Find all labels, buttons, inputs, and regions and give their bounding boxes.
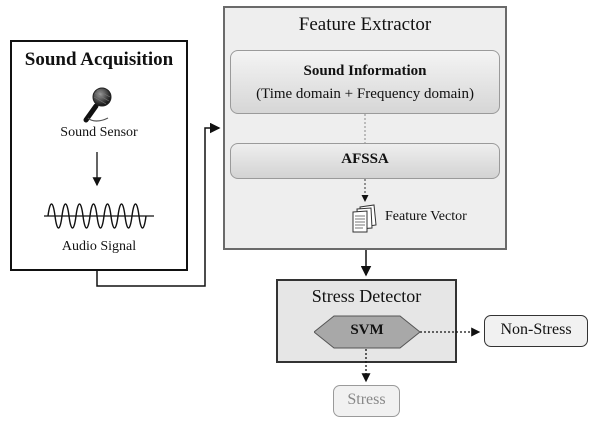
sound-information-box	[230, 50, 500, 114]
stress-label: Stress	[347, 391, 386, 408]
sound-acquisition-panel	[10, 40, 188, 271]
acquisition-to-extractor-arrow	[96, 122, 221, 287]
afssa-label: AFSSA	[341, 151, 389, 167]
stress-detector-title: Stress Detector	[311, 286, 422, 306]
non-stress-label: Non-Stress	[500, 321, 572, 338]
non-stress-output	[484, 315, 588, 347]
sound-sensor-label: Sound Sensor	[60, 125, 138, 140]
document-stack-icon	[352, 204, 377, 233]
svm-diamond	[314, 315, 420, 349]
sound-information-subtitle: (Time domain + Frequency domain)	[256, 86, 474, 102]
sound-information-title: Sound Information	[303, 63, 427, 79]
sound-acquisition-title: Sound Acquisition	[24, 49, 174, 70]
waveform-icon	[44, 203, 154, 229]
feature-vector-label: Feature Vector	[385, 209, 467, 224]
feature-extractor-title: Feature Extractor	[298, 14, 432, 35]
svm-label: SVM	[350, 322, 384, 338]
microphone-icon	[83, 87, 112, 123]
stress-output	[333, 385, 400, 417]
afssa-box	[230, 143, 500, 179]
audio-signal-label: Audio Signal	[61, 239, 137, 254]
